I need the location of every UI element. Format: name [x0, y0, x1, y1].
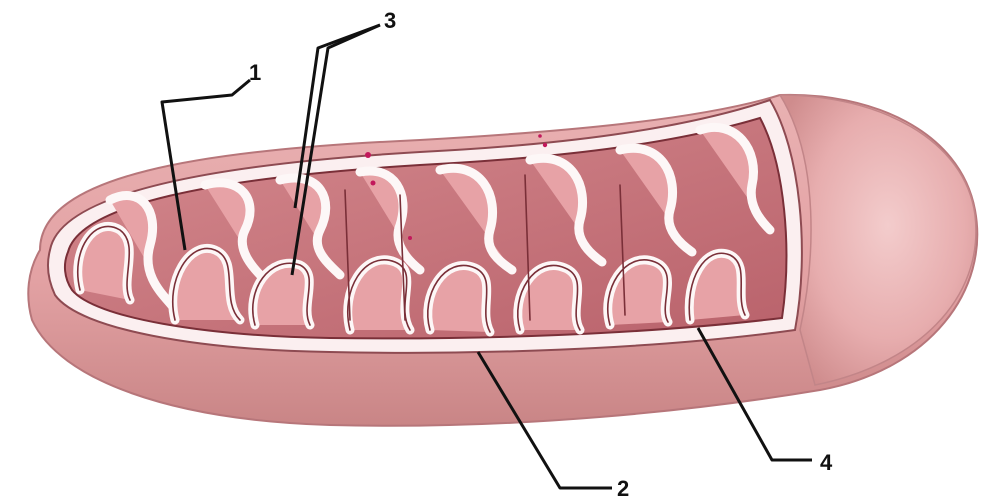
crista [348, 260, 410, 330]
crista [428, 265, 490, 332]
crista [78, 226, 130, 300]
crista [689, 253, 745, 320]
crista [253, 263, 310, 325]
label-2: 2 [617, 476, 629, 497]
label-1: 1 [249, 60, 261, 85]
crista [518, 265, 580, 330]
label-4: 4 [820, 450, 833, 475]
crista [608, 260, 668, 325]
label-3: 3 [384, 8, 396, 33]
